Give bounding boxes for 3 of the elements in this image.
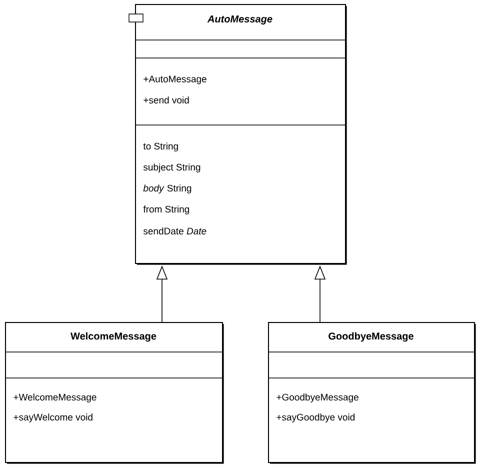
class-box: AutoMessage +AutoMessage +send void to String subject String body String from String sendDate Date: [134, 4, 347, 265]
class-box: WelcomeMessage +WelcomeMessage +sayWelcome void: [4, 322, 224, 464]
class-box: GoodbyeMessage +GoodbyeMessage +sayGoodbye void: [268, 322, 476, 464]
